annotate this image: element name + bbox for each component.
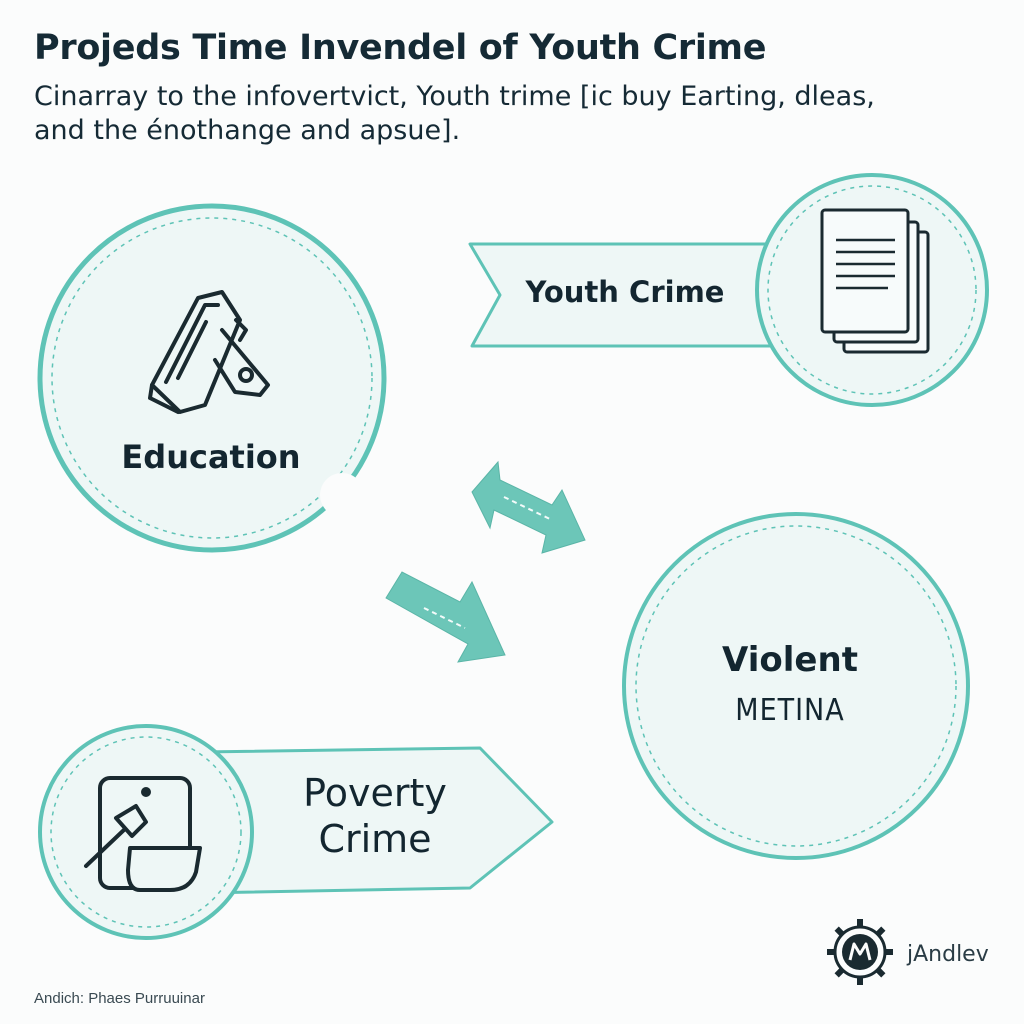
youth-crime-label: Youth Crime [525, 275, 725, 309]
tablet-hammer-icon [84, 776, 202, 892]
brand-name: jAndlev [907, 942, 989, 967]
education-label: Education [121, 438, 301, 476]
violent-sublabel: METINA [735, 693, 845, 728]
documents-icon [820, 208, 930, 354]
footer-credit: Andich: Phaes Purruuinar [34, 990, 205, 1007]
youth-crime-banner [468, 242, 792, 348]
single-arrow [385, 571, 506, 663]
diagram-title: Projeds Time Invendel of Youth Crime [34, 28, 767, 68]
gear-logo-icon [827, 919, 893, 985]
diagram-subtitle: Cinarray to the infovertvict, Youth trim… [34, 81, 875, 146]
violent-node [622, 512, 970, 860]
poverty-crime-label: Poverty Crime [303, 771, 447, 861]
education-node [37, 203, 387, 553]
poverty-node [38, 724, 254, 940]
double-arrow [471, 460, 586, 554]
stapler-icon [148, 290, 270, 414]
violent-label: Violent [722, 640, 858, 680]
